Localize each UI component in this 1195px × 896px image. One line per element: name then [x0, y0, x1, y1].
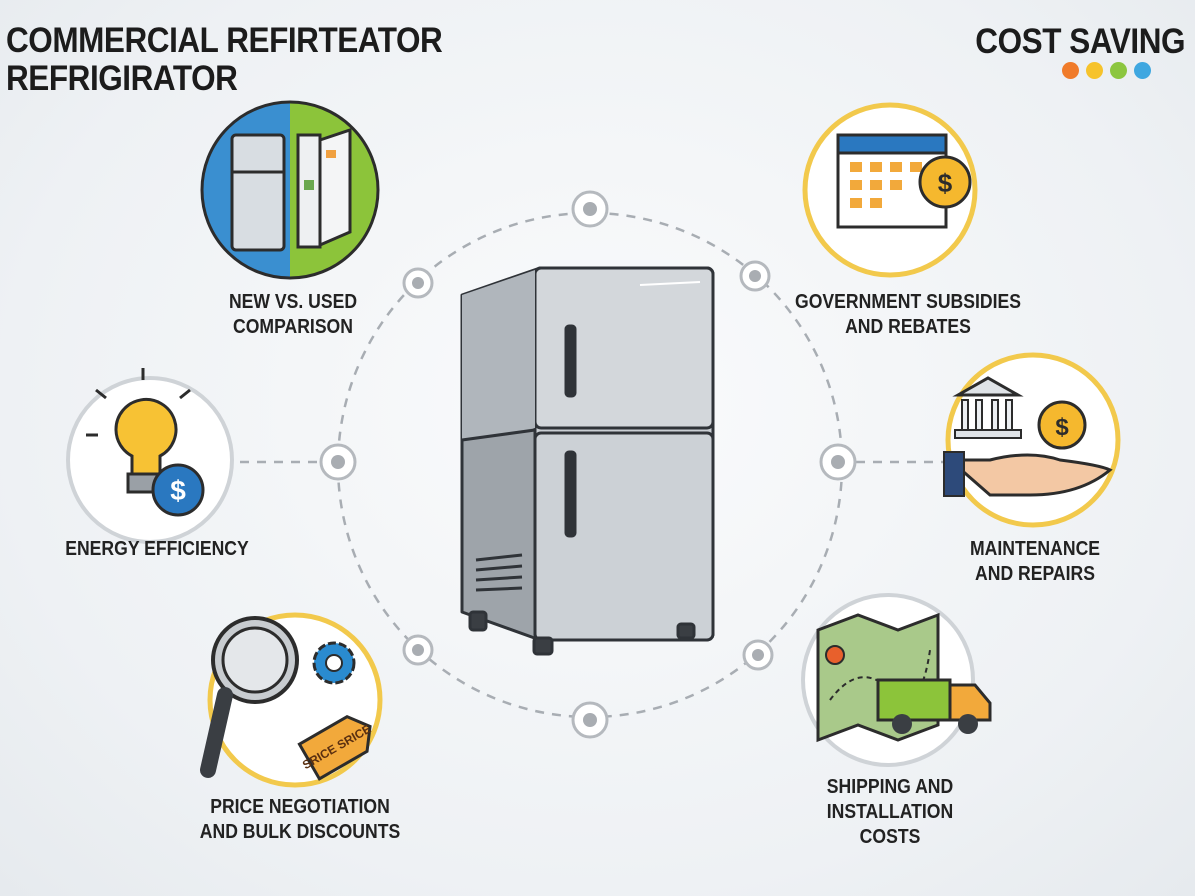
label-government-subsidies: GOVERNMENT SUBSIDIES AND REBATES [795, 290, 1021, 340]
label-line: COSTS [859, 826, 921, 848]
ring-node [739, 260, 771, 292]
fridge-comparison-icon [200, 100, 380, 280]
label-line: MAINTENANCE [969, 538, 1101, 560]
label-energy-efficiency: ENERGY EFFICIENCY [65, 537, 249, 562]
label-line: AND BULK DISCOUNTS [199, 821, 401, 843]
map-truck-icon [801, 593, 992, 767]
label-shipping: SHIPPING AND INSTALLATION COSTS [827, 775, 953, 850]
brand-dot [1110, 62, 1127, 79]
brand-dot [1134, 62, 1151, 79]
calendar-dollar-icon: $ [802, 102, 978, 278]
ring-node [571, 190, 609, 228]
page-title: COMMERCIAL REFIRTEATOR REFRIGIRATOR [6, 21, 443, 98]
label-maintenance: MAINTENANCE AND REPAIRS [970, 537, 1100, 587]
label-line: AND REBATES [845, 316, 971, 338]
ring-node [742, 639, 774, 671]
magnifier-price-tag-icon: SRICE SRICE [200, 612, 383, 788]
label-new-vs-used: NEW VS. USED COMPARISON [229, 290, 357, 340]
bank-hand-dollar-icon: $ [943, 352, 1121, 528]
label-line: GOVERNMENT SUBSIDIES [795, 291, 1021, 313]
label-line: NEW VS. USED [228, 291, 358, 313]
ring-node [402, 267, 434, 299]
label-price-negotiation: PRICE NEGOTIATION AND BULK DISCOUNTS [200, 795, 400, 845]
lightbulb-dollar-icon: $ [66, 368, 234, 544]
refrigerator-icon [460, 266, 715, 656]
label-line: AND REPAIRS [975, 563, 1095, 585]
ring-node [571, 701, 609, 739]
ring-node [819, 443, 857, 481]
ring-node [402, 634, 434, 666]
brand-title: COST SAVING [975, 22, 1185, 61]
title-line-2: REFRIGIRATOR [6, 59, 238, 98]
label-line: ENERGY EFFICIENCY [65, 538, 249, 560]
label-line: INSTALLATION [826, 801, 954, 823]
brand-dot [1086, 62, 1103, 79]
dollar-sign: $ [938, 168, 953, 198]
dollar-sign: $ [170, 475, 186, 506]
label-line: PRICE NEGOTIATION [210, 796, 390, 818]
title-line-1: COMMERCIAL REFIRTEATOR [6, 21, 443, 60]
label-line: COMPARISON [233, 316, 353, 338]
brand-dot [1062, 62, 1079, 79]
label-line: SHIPPING AND [826, 776, 954, 798]
dollar-sign: $ [1055, 414, 1069, 441]
ring-node [319, 443, 357, 481]
brand-dots [1062, 62, 1151, 79]
ring-nodes [319, 190, 857, 739]
